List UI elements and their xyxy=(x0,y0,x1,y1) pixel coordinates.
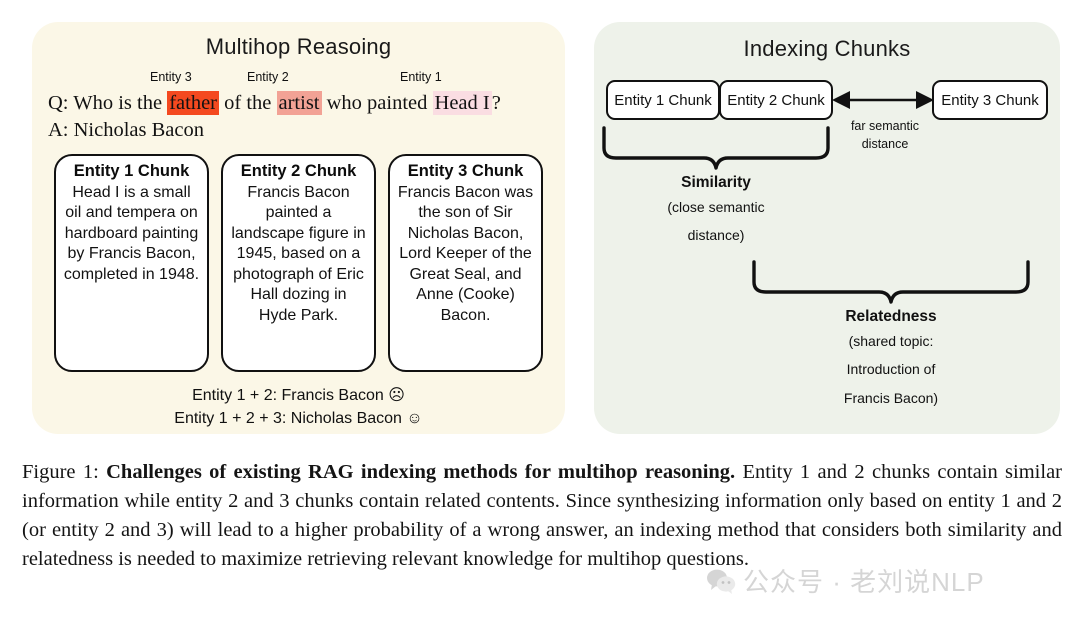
index-box-entity-1: Entity 1 Chunk xyxy=(606,80,720,120)
chunk-card-title: Entity 1 Chunk xyxy=(73,162,190,181)
similarity-sub-2: distance) xyxy=(687,227,745,244)
highlight-artist: artist xyxy=(276,91,322,115)
relatedness-sub-1: (shared topic: xyxy=(848,332,934,349)
indexing-chunks-panel: Indexing Chunks Entity 1 Chunk Entity 2 … xyxy=(594,22,1060,434)
chunk-card-entity-1: Entity 1 Chunk Head I is a small oil and… xyxy=(54,154,209,373)
chunk-card-title: Entity 3 Chunk xyxy=(407,162,524,181)
chunk-card-row: Entity 1 Chunk Head I is a small oil and… xyxy=(32,154,565,373)
question-line: Q: Who is the father of the artist who p… xyxy=(48,90,565,117)
similarity-group-label: Similarity (close semantic distance) xyxy=(616,174,816,250)
figure-caption: Figure 1: Challenges of existing RAG ind… xyxy=(22,458,1062,574)
entity-tag-row: Entity 3 Entity 2 Entity 1 xyxy=(32,70,565,88)
relatedness-sub-2: Introduction of xyxy=(846,361,936,378)
chunk-card-body: Francis Bacon was the son of Sir Nichola… xyxy=(397,183,534,324)
similarity-sub-1: (close semantic xyxy=(667,198,765,215)
question-prefix: Q: Who is the xyxy=(48,92,168,114)
qa-block: Q: Who is the father of the artist who p… xyxy=(32,90,565,144)
chunk-card-entity-2: Entity 2 Chunk Francis Bacon painted a l… xyxy=(221,154,376,373)
relatedness-group-label: Relatedness (shared topic: Introduction … xyxy=(766,308,1016,413)
right-panel-title: Indexing Chunks xyxy=(743,36,911,61)
caption-bold-lead: Challenges of existing RAG indexing meth… xyxy=(106,461,736,483)
summary-line-2: Entity 1 + 2 + 3: Nicholas Bacon ☺ xyxy=(174,410,423,428)
caption-body: Entity 1 and 2 chunks contain similar in… xyxy=(22,461,1062,571)
question-mid-2: who painted xyxy=(321,92,433,114)
far-semantic-distance-label: far semantic distance xyxy=(850,119,920,151)
question-mid-1: of the xyxy=(219,92,277,114)
left-panel-title: Multihop Reasoing xyxy=(205,34,392,59)
entity-tag-3: Entity 3 xyxy=(150,70,192,84)
chunk-card-body: Head I is a small oil and tempera on har… xyxy=(63,183,200,283)
chunk-card-title: Entity 2 Chunk xyxy=(240,162,357,181)
relatedness-brace-icon xyxy=(752,260,1030,304)
relatedness-sub-3: Francis Bacon) xyxy=(843,389,939,406)
highlight-father: father xyxy=(167,91,219,115)
entity-tag-1: Entity 1 xyxy=(400,70,442,84)
highlight-head-i: Head I xyxy=(432,91,492,115)
answer-line: A: Nicholas Bacon xyxy=(48,119,204,142)
question-suffix: ? xyxy=(491,92,501,114)
indexing-diagram: Entity 1 Chunk Entity 2 Chunk Entity 3 C… xyxy=(594,22,1060,434)
figure-label: Figure 1: xyxy=(22,461,107,483)
similarity-brace-icon xyxy=(602,126,830,170)
summary-lines: Entity 1 + 2: Francis Bacon ☹ Entity 1 +… xyxy=(32,384,565,430)
double-arrow-icon xyxy=(832,91,934,109)
multihop-reasoning-panel: Multihop Reasoing Entity 3 Entity 2 Enti… xyxy=(32,22,565,434)
chunk-card-entity-3: Entity 3 Chunk Francis Bacon was the son… xyxy=(388,154,543,373)
index-box-entity-2: Entity 2 Chunk xyxy=(719,80,833,120)
chunk-card-body: Francis Bacon painted a landscape figure… xyxy=(231,183,366,324)
index-box-entity-3: Entity 3 Chunk xyxy=(932,80,1048,120)
entity-tag-2: Entity 2 xyxy=(247,70,289,84)
summary-line-1: Entity 1 + 2: Francis Bacon ☹ xyxy=(192,387,405,405)
relatedness-title: Relatedness xyxy=(845,308,937,325)
similarity-title: Similarity xyxy=(681,174,751,191)
figure-area: Multihop Reasoing Entity 3 Entity 2 Enti… xyxy=(32,22,1060,434)
